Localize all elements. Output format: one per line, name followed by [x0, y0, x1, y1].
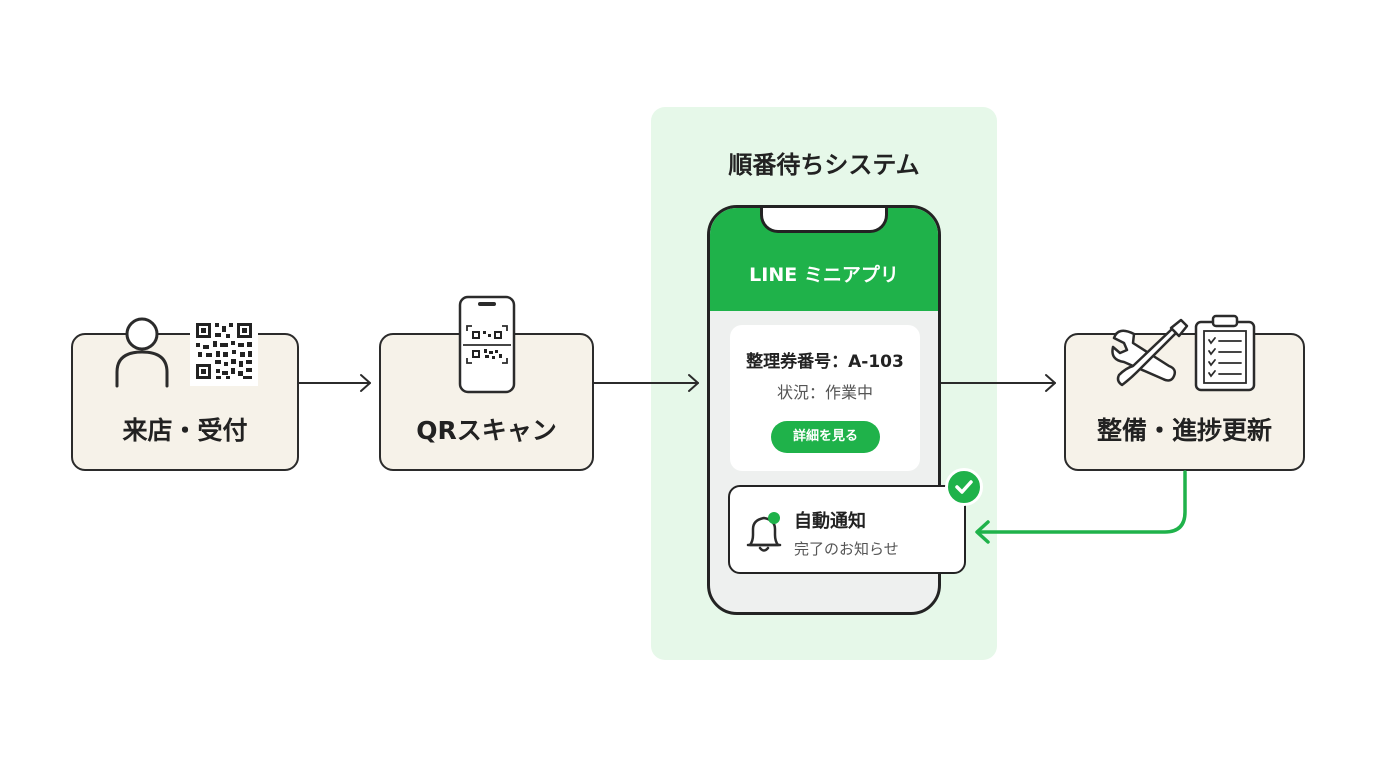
notification-subtitle: 完了のお知らせ [794, 540, 899, 558]
ticket-status: 状況：作業中 [776, 383, 873, 402]
arrow-reception-to-qr [298, 374, 371, 392]
step-qr-scan-label: QRスキャン [416, 416, 557, 445]
details-button[interactable]: 詳細を見る [771, 421, 880, 453]
phone-qr-scan-icon [458, 295, 516, 394]
ticket-number: 整理券番号：A-103 [746, 352, 904, 372]
ticket-card: 整理券番号：A-103 状況：作業中 詳細を見る [730, 325, 920, 471]
mini-app-title: LINE ミニアプリ [749, 264, 899, 286]
arrow-maintenance-to-notification [975, 470, 1187, 544]
wrench-screwdriver-icon [1111, 318, 1189, 387]
qr-code-icon [190, 318, 258, 386]
clipboard-checklist-icon [1194, 314, 1256, 392]
step-maintenance-box: 整備・進捗更新 [1064, 333, 1305, 471]
check-badge [945, 468, 983, 506]
person-icon [115, 317, 169, 388]
notification-title: 自動通知 [794, 511, 866, 532]
check-icon [955, 480, 973, 494]
phone-notch [760, 208, 888, 233]
notification-card: 自動通知 完了のお知らせ [728, 485, 966, 574]
step-reception-box: 来店・受付 [71, 333, 299, 471]
mini-app-header: LINE ミニアプリ [710, 208, 938, 311]
step-maintenance-label: 整備・進捗更新 [1096, 416, 1272, 445]
system-title: 順番待ちシステム [728, 151, 920, 179]
step-reception-label: 来店・受付 [122, 416, 248, 445]
arrow-system-to-maintenance [940, 374, 1056, 392]
bell-icon [746, 512, 782, 552]
arrow-qr-to-system [593, 374, 699, 392]
